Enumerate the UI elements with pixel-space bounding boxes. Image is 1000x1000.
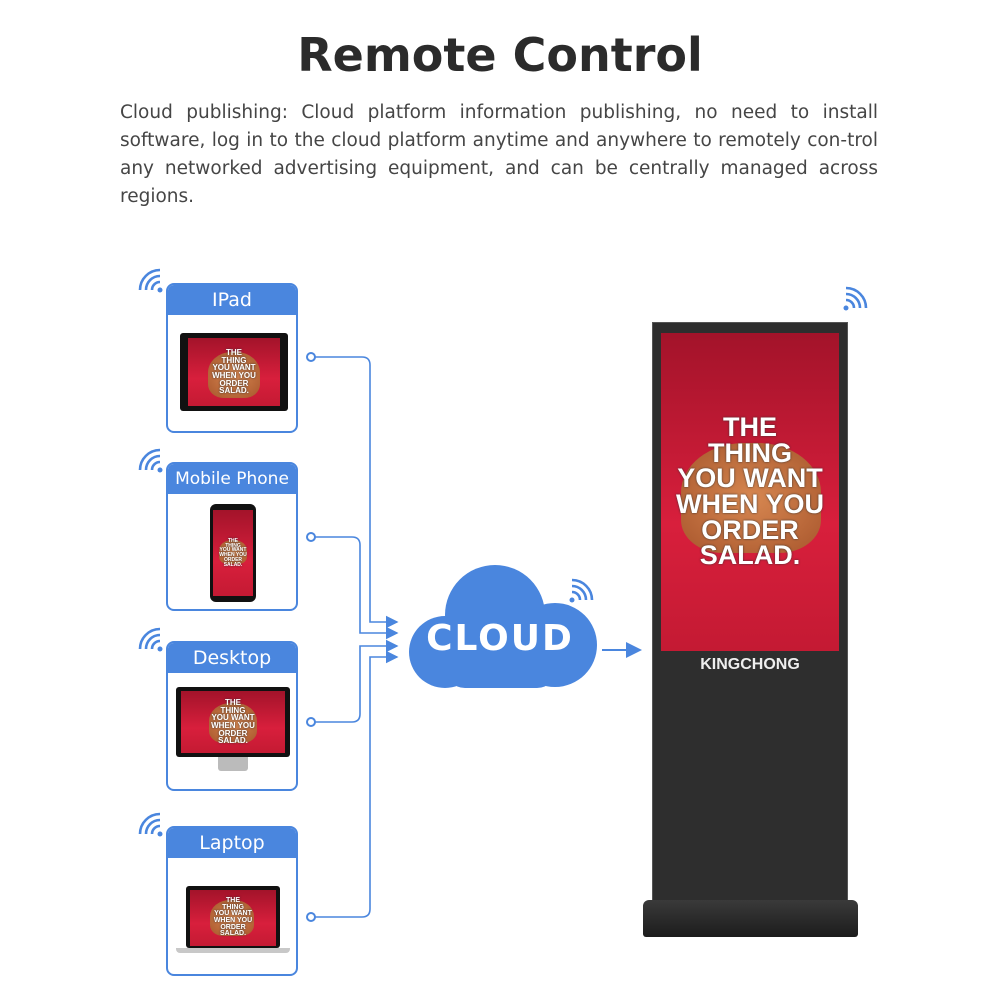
wifi-icon (138, 268, 164, 294)
connector-mobile (311, 536, 399, 640)
connector-desktop (311, 639, 399, 723)
wifi-icon (138, 448, 164, 474)
device-label: IPad (168, 285, 296, 315)
description: Cloud publishing: Cloud platform informa… (120, 102, 878, 207)
device-label: Mobile Phone (168, 464, 296, 494)
connector-ipad (311, 356, 399, 629)
device-label: Desktop (168, 643, 296, 673)
wifi-icon (568, 578, 594, 604)
cloud-label: CLOUD (426, 618, 574, 659)
connector-laptop (311, 650, 399, 918)
kiosk-brand: KINGCHONG (700, 656, 800, 673)
wifi-icon (842, 286, 868, 312)
cloud-shape (409, 565, 597, 688)
wifi-icon (138, 627, 164, 653)
device-label: Laptop (168, 828, 296, 858)
kiosk-base (643, 900, 858, 937)
page-title: Remote Control (297, 28, 703, 82)
wifi-icon (138, 812, 164, 838)
